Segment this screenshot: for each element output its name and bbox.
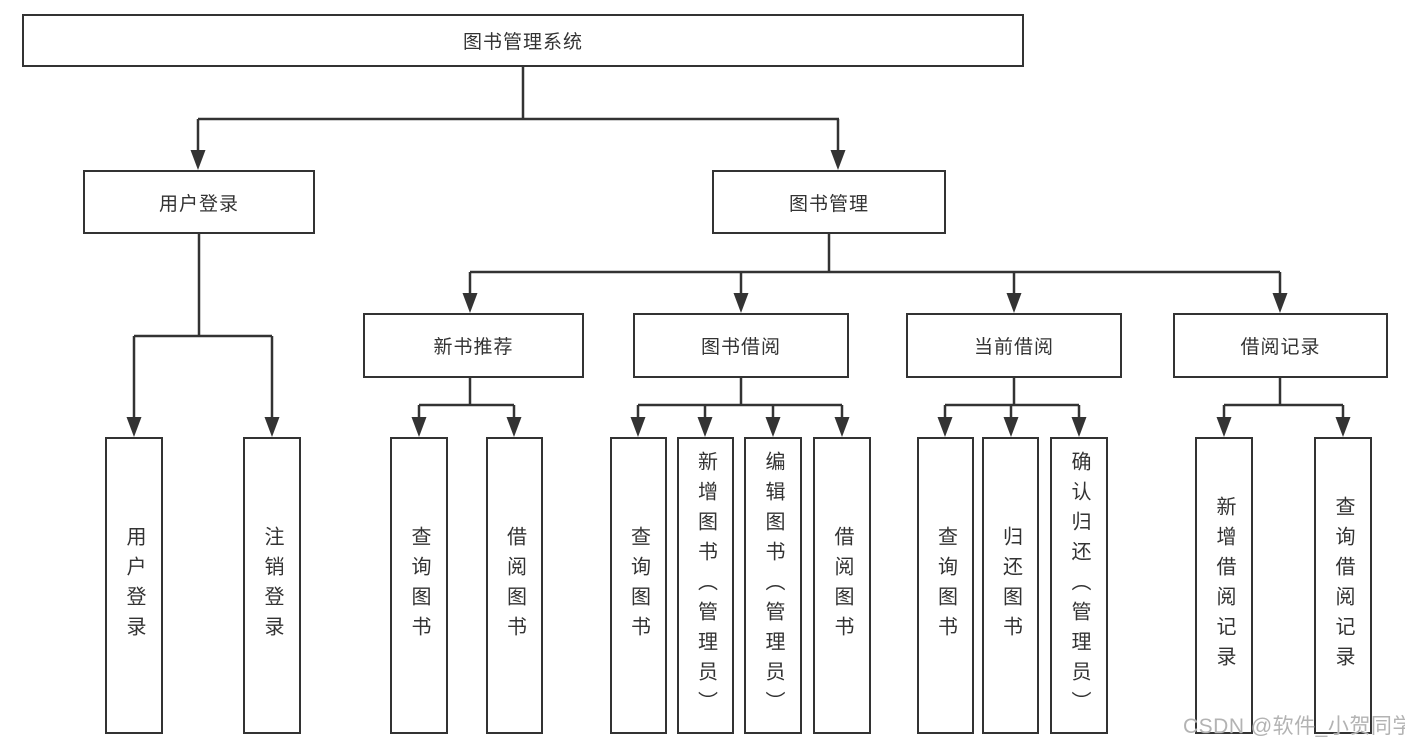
node-leaf-query-borrow-record: 查询借阅记录 bbox=[1314, 437, 1372, 734]
node-leaf-confirm-return-admin: 确认归还（管理员） bbox=[1050, 437, 1108, 734]
node-new-book-recommend: 新书推荐 bbox=[363, 313, 584, 378]
node-root-system: 图书管理系统 bbox=[22, 14, 1024, 67]
node-leaf-logout: 注销登录 bbox=[243, 437, 301, 734]
node-current-borrow: 当前借阅 bbox=[906, 313, 1122, 378]
node-borrow-records: 借阅记录 bbox=[1173, 313, 1388, 378]
node-user-login: 用户登录 bbox=[83, 170, 315, 234]
node-leaf-query-books-1: 查询图书 bbox=[390, 437, 448, 734]
node-leaf-user-login: 用户登录 bbox=[105, 437, 163, 734]
node-leaf-query-books-2: 查询图书 bbox=[610, 437, 667, 734]
node-leaf-borrow-books-1: 借阅图书 bbox=[486, 437, 543, 734]
node-leaf-add-books-admin: 新增图书（管理员） bbox=[677, 437, 734, 734]
node-leaf-return-books: 归还图书 bbox=[982, 437, 1039, 734]
node-book-borrow: 图书借阅 bbox=[633, 313, 849, 378]
node-book-management: 图书管理 bbox=[712, 170, 946, 234]
node-leaf-query-books-3: 查询图书 bbox=[917, 437, 974, 734]
csdn-watermark: CSDN @软件_小贺同学 bbox=[1183, 715, 1405, 738]
node-leaf-borrow-books-2: 借阅图书 bbox=[813, 437, 871, 734]
node-leaf-add-borrow-record: 新增借阅记录 bbox=[1195, 437, 1253, 734]
node-leaf-edit-books-admin: 编辑图书（管理员） bbox=[744, 437, 802, 734]
